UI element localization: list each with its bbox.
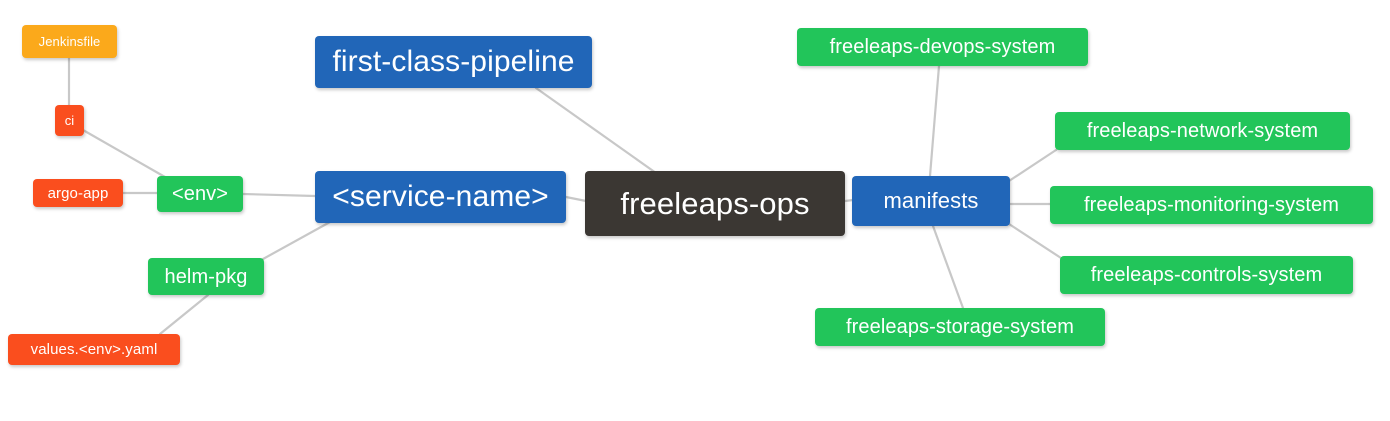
node-monitoring-system[interactable]: freeleaps-monitoring-system xyxy=(1050,186,1373,224)
node-env-label: <env> xyxy=(171,183,229,205)
node-root-freeleaps-ops[interactable]: freeleaps-ops xyxy=(585,171,845,236)
node-storage-system-label: freeleaps-storage-system xyxy=(845,316,1075,338)
edge-service-name-root xyxy=(564,195,588,203)
node-values-yaml-label: values.<env>.yaml xyxy=(30,341,158,358)
edge-values-yaml-helm-pkg xyxy=(158,293,210,336)
node-values-yaml[interactable]: values.<env>.yaml xyxy=(8,334,180,365)
node-controls-system-label: freeleaps-controls-system xyxy=(1090,264,1323,286)
edge-devops-system-manifests xyxy=(928,64,941,178)
node-service-name-label: <service-name> xyxy=(332,180,549,213)
node-controls-system[interactable]: freeleaps-controls-system xyxy=(1060,256,1353,294)
edge-helm-pkg-service-name xyxy=(261,220,332,261)
node-jenkinsfile-label: Jenkinsfile xyxy=(38,34,101,49)
node-network-system[interactable]: freeleaps-network-system xyxy=(1055,112,1350,150)
node-service-name[interactable]: <service-name> xyxy=(315,171,566,223)
edge-ci-env xyxy=(81,128,167,179)
node-manifests-label: manifests xyxy=(883,188,979,213)
node-ci[interactable]: ci xyxy=(55,105,84,136)
node-jenkinsfile[interactable]: Jenkinsfile xyxy=(22,25,117,58)
node-devops-system[interactable]: freeleaps-devops-system xyxy=(797,28,1088,66)
node-env[interactable]: <env> xyxy=(157,176,243,212)
node-helm-pkg[interactable]: helm-pkg xyxy=(148,258,264,295)
node-storage-system[interactable]: freeleaps-storage-system xyxy=(815,308,1105,346)
node-argo-app[interactable]: argo-app xyxy=(33,179,123,207)
node-network-system-label: freeleaps-network-system xyxy=(1086,120,1319,142)
edge-env-service-name xyxy=(241,192,317,198)
node-root-label: freeleaps-ops xyxy=(620,186,810,221)
edge-storage-system-manifests xyxy=(931,224,965,310)
edge-first-class-pipeline-root xyxy=(534,86,658,175)
node-manifests[interactable]: manifests xyxy=(852,176,1010,226)
edge-network-system-manifests xyxy=(1007,148,1058,183)
node-monitoring-system-label: freeleaps-monitoring-system xyxy=(1083,194,1339,216)
node-first-class-pipeline-label: first-class-pipeline xyxy=(332,45,575,78)
node-argo-app-label: argo-app xyxy=(47,184,109,202)
edge-controls-system-manifests xyxy=(1007,222,1063,260)
node-ci-label: ci xyxy=(64,113,75,128)
node-helm-pkg-label: helm-pkg xyxy=(164,265,248,288)
node-first-class-pipeline[interactable]: first-class-pipeline xyxy=(315,36,592,88)
node-devops-system-label: freeleaps-devops-system xyxy=(829,36,1056,58)
